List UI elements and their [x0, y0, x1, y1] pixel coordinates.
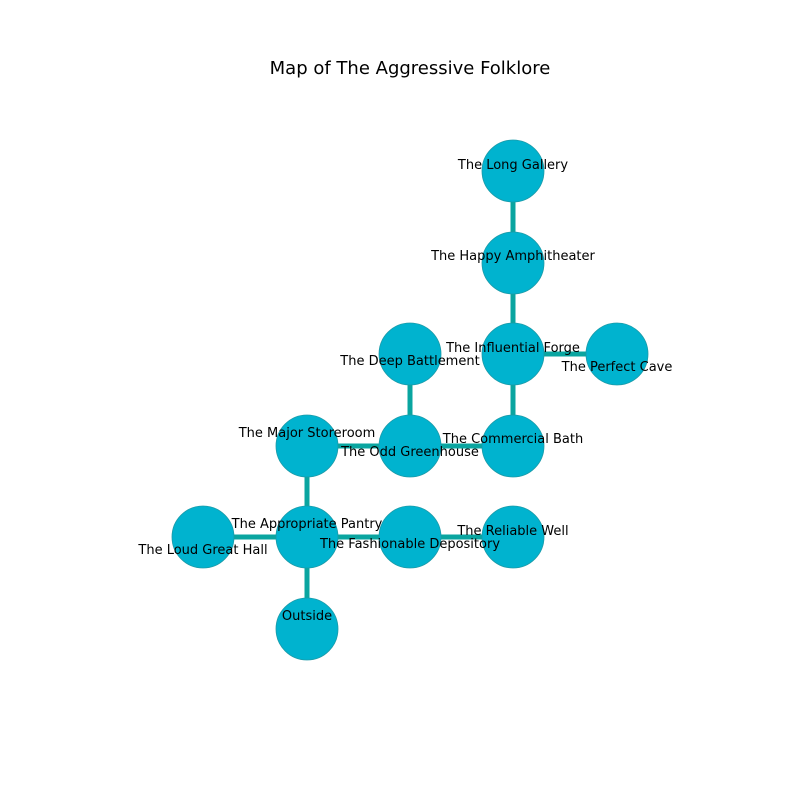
room-label-reliable-well: The Reliable Well [456, 524, 568, 539]
room-label-perfect-cave: The Perfect Cave [561, 360, 673, 375]
room-label-deep-battlement: The Deep Battlement [339, 354, 479, 369]
room-node-major-storeroom [275, 414, 339, 478]
room-node-reliable-well [481, 505, 545, 569]
room-label-long-gallery: The Long Gallery [457, 158, 569, 173]
room-node-happy-amphitheater [481, 231, 545, 295]
room-label-happy-amphitheater: The Happy Amphitheater [430, 249, 595, 264]
room-node-loud-great-hall [171, 505, 235, 569]
room-node-long-gallery [481, 139, 545, 203]
room-node-commercial-bath [481, 414, 545, 478]
room-node-odd-greenhouse [378, 414, 442, 478]
room-label-appropriate-pantry: The Appropriate Pantry [231, 517, 383, 532]
room-label-odd-greenhouse: The Odd Greenhouse [340, 445, 479, 460]
room-label-major-storeroom: The Major Storeroom [238, 426, 376, 441]
room-node-outside [275, 597, 339, 661]
room-label-influential-forge: The Influential Forge [445, 341, 580, 356]
room-node-influential-forge [481, 322, 545, 386]
map-title: Map of The Aggressive Folklore [270, 58, 551, 79]
room-node-deep-battlement [378, 322, 442, 386]
rooms-layer [171, 139, 649, 661]
room-label-fashionable-depository: The Fashionable Depository [319, 537, 500, 552]
room-node-perfect-cave [585, 322, 649, 386]
room-label-loud-great-hall: The Loud Great Hall [137, 543, 267, 558]
room-label-commercial-bath: The Commercial Bath [442, 432, 583, 447]
room-node-appropriate-pantry [275, 505, 339, 569]
room-label-outside: Outside [282, 609, 332, 624]
room-node-fashionable-depository [378, 505, 442, 569]
